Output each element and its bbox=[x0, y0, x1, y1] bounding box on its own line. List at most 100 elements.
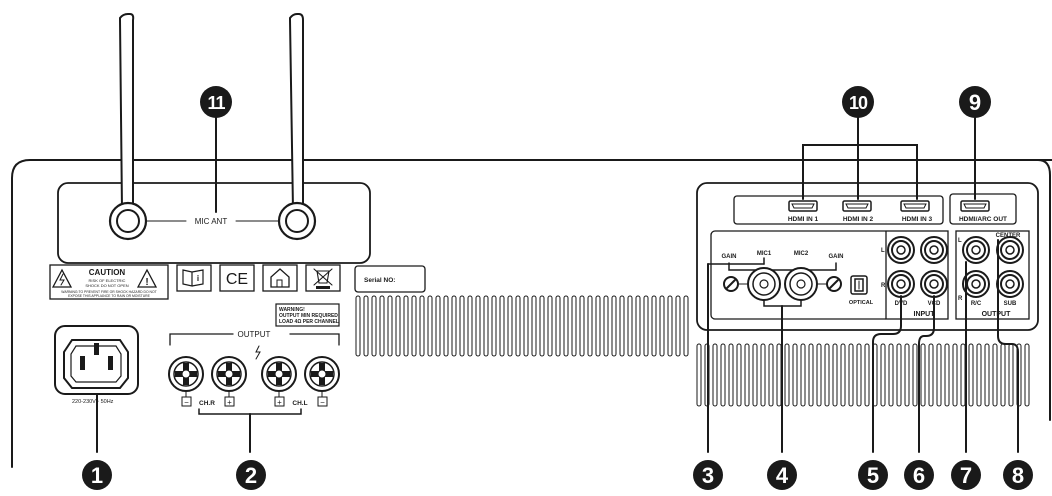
svg-text:8: 8 bbox=[1012, 463, 1024, 488]
rc-label: R/C bbox=[971, 301, 982, 307]
vent-slot bbox=[467, 295, 473, 357]
vent-slot bbox=[896, 343, 902, 407]
power-rating: 220-230V~ 50Hz bbox=[72, 399, 114, 405]
vent-slot bbox=[643, 295, 649, 357]
vcd-l-jack bbox=[920, 236, 948, 264]
svg-text:3: 3 bbox=[702, 463, 714, 488]
vent-slot bbox=[832, 343, 838, 407]
ce-mark: CE bbox=[219, 264, 255, 292]
ch-l-label: CH.L bbox=[292, 400, 307, 407]
svg-text:!: ! bbox=[145, 277, 148, 288]
vent-slot bbox=[435, 295, 441, 357]
serial-label: Serial NO: bbox=[364, 277, 395, 284]
vent-slot bbox=[483, 295, 489, 357]
callout-3: 3 bbox=[693, 460, 723, 490]
vent-slot bbox=[507, 295, 513, 357]
vent-slot bbox=[1000, 343, 1006, 407]
svg-text:WARNING!: WARNING! bbox=[279, 307, 305, 313]
hdmi-arc-label: HDMI/ARC OUT bbox=[959, 216, 1007, 223]
weee-bin-icon bbox=[305, 264, 341, 292]
vent-slot bbox=[984, 343, 990, 407]
vent-slot bbox=[840, 343, 846, 407]
power-socket bbox=[54, 325, 139, 395]
vcd-r-jack bbox=[920, 270, 948, 298]
vent-slot bbox=[635, 295, 641, 357]
manual-icon: i bbox=[176, 264, 212, 292]
warning-box bbox=[275, 303, 340, 327]
vent-slot bbox=[952, 343, 958, 407]
hdmi-in-2-label: HDMI IN 2 bbox=[843, 216, 874, 223]
vent-slot bbox=[712, 343, 718, 407]
hdmi-arc-port bbox=[960, 200, 990, 212]
vent-slot bbox=[419, 295, 425, 357]
svg-text:CAUTION: CAUTION bbox=[89, 268, 126, 277]
callout-9: 9 bbox=[959, 86, 991, 118]
svg-text:R: R bbox=[958, 296, 963, 302]
hdmi-in-group bbox=[733, 195, 944, 225]
vent-slot bbox=[792, 343, 798, 407]
vent-slot bbox=[968, 343, 974, 407]
vent-slot bbox=[403, 295, 409, 357]
vent-slot bbox=[651, 295, 657, 357]
vent-slot bbox=[539, 295, 545, 357]
callout-10: 10 bbox=[842, 86, 874, 118]
center-label: CENTER bbox=[996, 233, 1021, 239]
svg-text:5: 5 bbox=[867, 463, 879, 488]
vent-slot bbox=[531, 295, 537, 357]
vent-slot bbox=[768, 343, 774, 407]
left-antenna bbox=[108, 13, 148, 241]
callout-1: 1 bbox=[82, 460, 112, 490]
vent-slot bbox=[523, 295, 529, 357]
svg-text:1: 1 bbox=[91, 463, 103, 488]
vent-slot bbox=[579, 295, 585, 357]
vent-slot bbox=[371, 295, 377, 357]
svg-text:−: − bbox=[184, 398, 189, 407]
vent-slot bbox=[720, 343, 726, 407]
callout-8: 8 bbox=[1003, 460, 1033, 490]
speaker-terminal-r-plus bbox=[211, 356, 247, 392]
mic1-label: MIC1 bbox=[757, 251, 772, 257]
vent-slot bbox=[1024, 343, 1030, 407]
vent-slots-right bbox=[696, 343, 1030, 407]
callout-11: 11 bbox=[200, 86, 232, 118]
vent-slot bbox=[395, 295, 401, 357]
svg-text:OUTPUT MIN REQUIRED: OUTPUT MIN REQUIRED bbox=[279, 313, 338, 319]
hdmi-in-1-label: HDMI IN 1 bbox=[788, 216, 819, 223]
svg-text:LOAD 4Ω PER CHANNEL: LOAD 4Ω PER CHANNEL bbox=[279, 319, 339, 325]
output-label: OUTPUT bbox=[982, 311, 1012, 318]
vent-slot bbox=[800, 343, 806, 407]
vent-slot bbox=[728, 343, 734, 407]
hdmi-in-3-label: HDMI IN 3 bbox=[902, 216, 933, 223]
vent-slot bbox=[459, 295, 465, 357]
svg-text:SHOCK DO NOT OPEN: SHOCK DO NOT OPEN bbox=[85, 283, 128, 288]
vent-slot bbox=[355, 295, 361, 357]
svg-text:6: 6 bbox=[913, 463, 925, 488]
svg-text:2: 2 bbox=[245, 463, 257, 488]
hdmi-in-3-port bbox=[900, 200, 930, 212]
callout-5: 5 bbox=[858, 460, 888, 490]
speaker-terminal-r-minus bbox=[168, 356, 204, 392]
speaker-terminal-l-plus bbox=[261, 356, 297, 392]
vent-slot bbox=[696, 343, 702, 407]
svg-text:9: 9 bbox=[969, 90, 981, 115]
vent-slot bbox=[784, 343, 790, 407]
mic-ant-label: MIC ANT bbox=[195, 217, 228, 226]
vent-slot bbox=[451, 295, 457, 357]
vent-slot bbox=[683, 295, 689, 357]
vent-slot bbox=[744, 343, 750, 407]
vent-slot bbox=[808, 343, 814, 407]
caution-label: ! CAUTION RISK OF ELECTRIC SHOCK DO NOT … bbox=[49, 264, 169, 300]
vent-slot bbox=[611, 295, 617, 357]
vent-slot bbox=[864, 343, 870, 407]
vent-slot bbox=[904, 343, 910, 407]
sub-label: SUB bbox=[1004, 301, 1017, 307]
mic2-jack bbox=[784, 267, 818, 301]
callout-6: 6 bbox=[904, 460, 934, 490]
vent-slot bbox=[880, 343, 886, 407]
input-label: INPUT bbox=[914, 311, 936, 318]
vent-slot bbox=[848, 343, 854, 407]
vent-slot bbox=[475, 295, 481, 357]
svg-text:7: 7 bbox=[960, 463, 972, 488]
vent-slot bbox=[563, 295, 569, 357]
